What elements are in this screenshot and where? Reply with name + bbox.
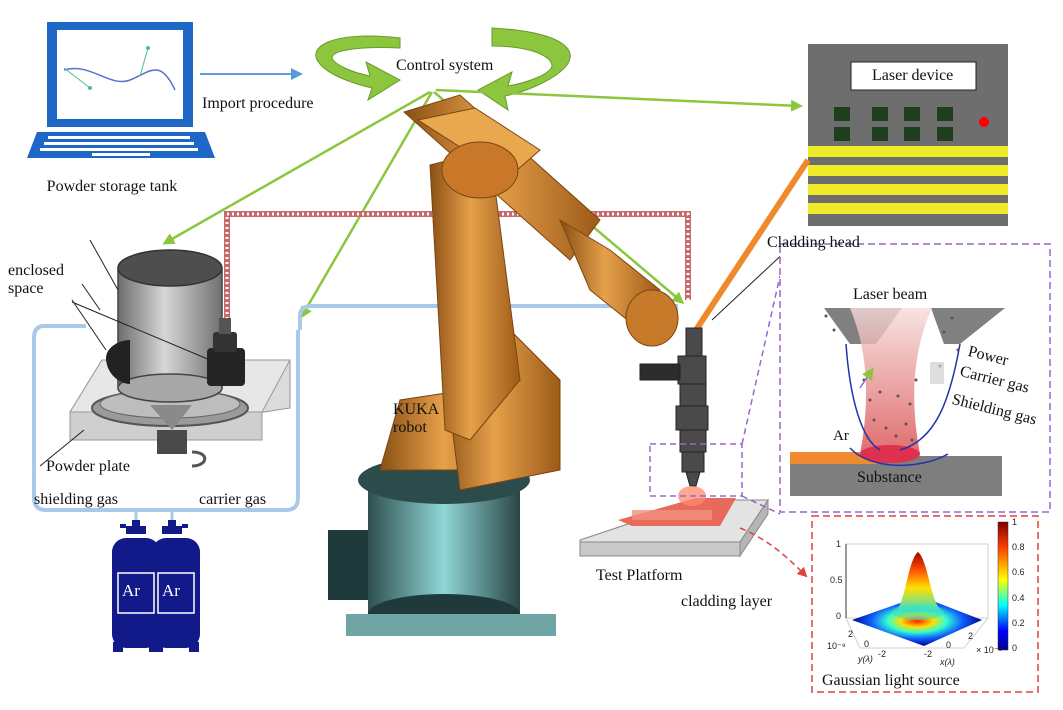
shielding-gas-label: shielding gas <box>34 491 118 508</box>
laser-device-icon <box>808 44 1008 226</box>
plot-z-tick-1: 1 <box>836 539 842 549</box>
colorbar-tick-5: 0.2 <box>1012 618 1025 628</box>
colorbar-tick-2: 0.8 <box>1012 542 1025 552</box>
powder-feeder-icon <box>39 239 291 468</box>
powder-storage-tank-label: Powder storage tank <box>46 178 178 195</box>
control-system-label: Control system <box>396 57 494 74</box>
kuka-robot-label: KUKA robot <box>393 401 439 437</box>
substance-label: Substance <box>857 469 922 486</box>
plot-exp-right: × 10⁻⁹ <box>976 645 1003 655</box>
plot-y-axis-label: y(λ) <box>858 654 873 664</box>
test-platform-label: Test Platform <box>596 567 683 584</box>
laptop-icon <box>27 22 215 158</box>
gaussian-light-source-label: Gaussian light source <box>822 672 960 689</box>
colorbar-tick-3: 0.6 <box>1012 567 1025 577</box>
plot-z-tick-2: 0.5 <box>830 575 843 585</box>
plot-x-tick-2: 0 <box>946 640 952 650</box>
carrier-gas-label: carrier gas <box>199 491 267 508</box>
plot-x-tick-1: -2 <box>924 649 933 659</box>
plot-y-tick-2: 0 <box>864 639 870 649</box>
cladding-inset-panel <box>779 243 1051 513</box>
cladding-head-label: Cladding head <box>767 234 860 251</box>
laser-device-label: Laser device <box>872 67 954 84</box>
powder-plate-label: Powder plate <box>46 458 130 475</box>
laser-beam-label: Laser beam <box>853 286 928 303</box>
cladding-head-icon <box>639 327 709 487</box>
plot-x-axis-label: x(λ) <box>940 657 955 667</box>
laser-fiber <box>689 158 811 338</box>
kuka-robot-icon <box>328 94 679 636</box>
plot-exp-left: 10⁻⁹ <box>827 641 846 651</box>
colorbar-tick-6: 0 <box>1012 643 1018 653</box>
ar-inset-label: Ar <box>833 428 849 444</box>
gaussian-plot-panel <box>811 515 1039 693</box>
argon-bottle-1-label: Ar <box>122 581 140 600</box>
plot-z-tick-3: 0 <box>836 611 842 621</box>
import-procedure-label: Import procedure <box>202 95 314 112</box>
argon-bottles-icon <box>112 520 200 652</box>
control-cycle-icon <box>315 27 571 112</box>
test-platform-icon <box>579 498 769 558</box>
plot-y-tick-1: 2 <box>848 629 854 639</box>
enclosed-space-label: enclosed space <box>8 262 64 298</box>
argon-bottle-2-label: Ar <box>162 581 180 600</box>
cladding-layer-label: cladding layer <box>681 593 773 610</box>
colorbar-tick-1: 1 <box>1012 517 1018 527</box>
plot-x-tick-3: 2 <box>968 631 974 641</box>
colorbar-tick-4: 0.4 <box>1012 593 1025 603</box>
plot-y-tick-3: -2 <box>878 649 887 659</box>
